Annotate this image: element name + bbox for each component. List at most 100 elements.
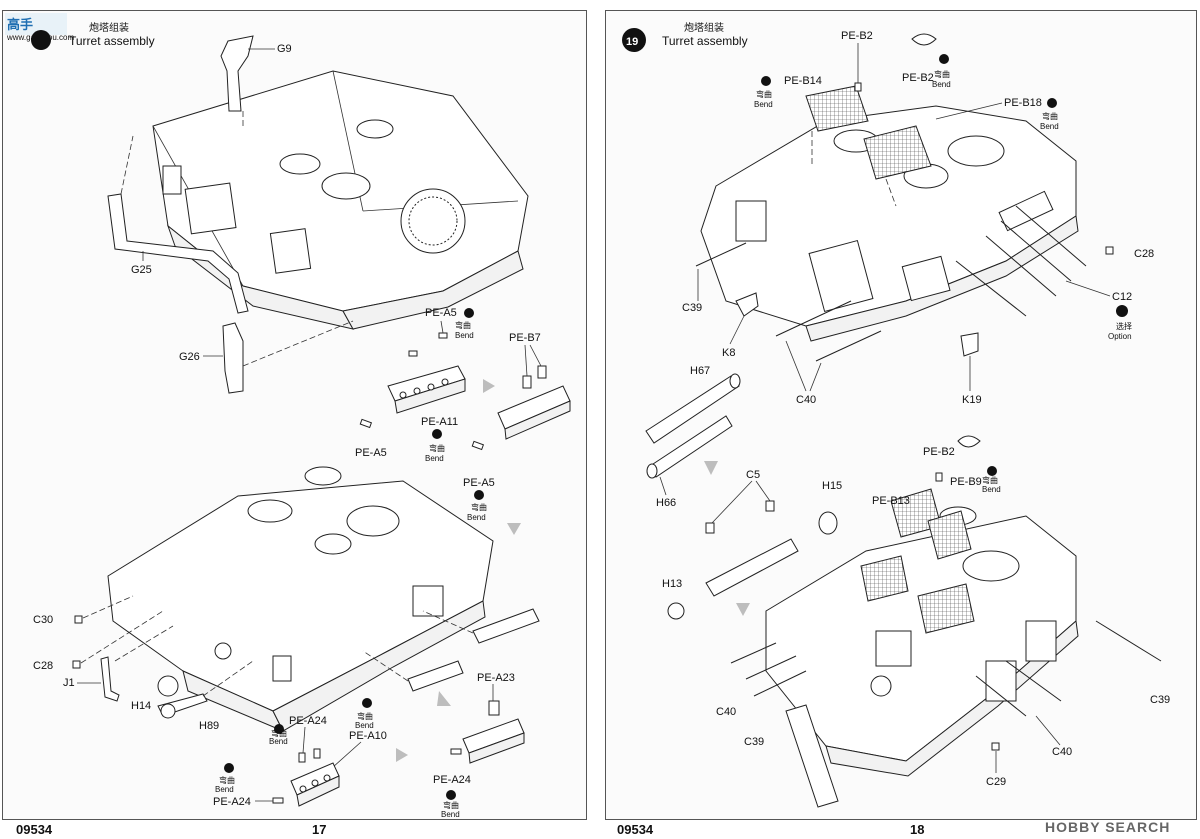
step-title-en: Turret assembly: [69, 34, 155, 48]
step-title-cn: 炮塔组装: [89, 21, 129, 34]
right-page-drawing: 19 炮塔组装 Turret assembly PE-B14 弯曲 Bend P…: [622, 21, 1170, 808]
step-title-cn: 炮塔组装: [684, 21, 724, 34]
svg-text:19: 19: [626, 36, 638, 48]
part-k19: [960, 332, 979, 357]
product-code: 09534: [16, 822, 53, 837]
left-page-footer: 09534 17: [2, 822, 585, 838]
direction-arrow: [396, 748, 408, 762]
svg-text:高手: 高手: [7, 17, 33, 32]
rod-part: [975, 675, 1027, 717]
svg-text:H67: H67: [690, 365, 710, 377]
direction-arrow: [507, 523, 521, 535]
svg-text:PE-A5: PE-A5: [355, 447, 387, 459]
svg-text:PE-B9: PE-B9: [950, 476, 982, 488]
svg-text:H15: H15: [822, 480, 842, 492]
svg-text:Bend: Bend: [467, 513, 486, 522]
svg-text:Bend: Bend: [982, 485, 1001, 494]
svg-text:PE-A11: PE-A11: [421, 416, 458, 428]
svg-text:PE-B13: PE-B13: [872, 495, 910, 507]
svg-text:H14: H14: [131, 700, 151, 712]
svg-text:PE-B18: PE-B18: [1004, 97, 1042, 109]
svg-text:弯曲: 弯曲: [443, 800, 459, 810]
page-number: 18: [910, 822, 925, 837]
svg-text:C5: C5: [746, 469, 760, 481]
svg-text:C39: C39: [744, 736, 764, 748]
direction-arrow: [437, 691, 451, 706]
part-h14: [157, 675, 179, 697]
svg-text:C29: C29: [986, 776, 1006, 788]
svg-text:弯曲: 弯曲: [934, 69, 950, 79]
bend-icon: [939, 54, 949, 64]
part-j1: [100, 656, 120, 702]
svg-text:PE-A10: PE-A10: [349, 730, 387, 742]
part-pe-b-mesh: [863, 125, 932, 180]
svg-text:Bend: Bend: [455, 331, 474, 340]
part-pe-b7: [497, 365, 571, 440]
svg-text:Bend: Bend: [932, 80, 951, 89]
part-pe-b-mesh: [917, 583, 975, 634]
svg-text:弯曲: 弯曲: [271, 728, 287, 738]
step-title-en: Turret assembly: [662, 34, 748, 48]
svg-text:G25: G25: [131, 264, 152, 276]
svg-text:PE-A5: PE-A5: [425, 307, 457, 319]
bend-icon: [987, 466, 997, 476]
part-h13: [667, 602, 685, 620]
part-g25: [107, 193, 249, 314]
bend-icon: [1047, 98, 1057, 108]
svg-text:选择: 选择: [1116, 321, 1132, 331]
bend-icon: [362, 698, 372, 708]
svg-text:C28: C28: [33, 660, 53, 672]
svg-text:C40: C40: [796, 394, 816, 406]
rods-c12: [955, 205, 1087, 317]
svg-text:PE-B2: PE-B2: [923, 446, 955, 458]
svg-text:C40: C40: [1052, 746, 1072, 758]
svg-text:H13: H13: [662, 578, 682, 590]
svg-text:C39: C39: [1150, 694, 1170, 706]
part-pe-a11: [387, 365, 466, 414]
svg-text:PE-A23: PE-A23: [477, 672, 515, 684]
svg-text:Bend: Bend: [754, 100, 773, 109]
rod-part: [730, 642, 777, 664]
svg-text:H66: H66: [656, 497, 676, 509]
speech-bubble-icon: [957, 435, 981, 448]
left-page-drawing: 高手 www.gaoshou.com 炮塔组装 Turret assembly …: [5, 13, 571, 819]
part-pe-b-mesh: [860, 555, 909, 602]
part-pe-a23: [462, 700, 525, 764]
turret-lower-assembly: [107, 466, 494, 732]
svg-text:PE-A24: PE-A24: [213, 796, 251, 808]
svg-text:Bend: Bend: [425, 454, 444, 463]
side-rail-part: [472, 608, 540, 644]
tube-part: [705, 538, 799, 597]
svg-text:弯曲: 弯曲: [982, 475, 998, 485]
svg-text:弯曲: 弯曲: [471, 502, 487, 512]
svg-text:C40: C40: [716, 706, 736, 718]
direction-arrow: [483, 379, 495, 393]
tube-part: [785, 704, 839, 808]
part-pe-a10: [290, 762, 340, 807]
svg-text:H89: H89: [199, 720, 219, 732]
svg-text:G26: G26: [179, 351, 200, 363]
watermark-hobby-search: HOBBY SEARCH: [1045, 819, 1171, 835]
svg-text:PE-B2: PE-B2: [902, 72, 934, 84]
svg-text:Bend: Bend: [215, 785, 234, 794]
svg-text:PE-A5: PE-A5: [463, 477, 495, 489]
rod-part: [1095, 620, 1162, 662]
svg-text:C30: C30: [33, 614, 53, 626]
svg-text:PE-B7: PE-B7: [509, 332, 541, 344]
svg-text:C12: C12: [1112, 291, 1132, 303]
svg-text:弯曲: 弯曲: [357, 711, 373, 721]
direction-arrow: [736, 603, 750, 616]
part-g9: [220, 35, 254, 112]
left-instruction-page: 高手 www.gaoshou.com 炮塔组装 Turret assembly …: [2, 10, 587, 820]
bend-icon: [432, 429, 442, 439]
svg-text:Bend: Bend: [441, 810, 460, 819]
bend-icon: [474, 490, 484, 500]
svg-text:C28: C28: [1134, 248, 1154, 260]
svg-text:弯曲: 弯曲: [1042, 111, 1058, 121]
bend-icon: [274, 724, 284, 734]
svg-text:Bend: Bend: [1040, 122, 1059, 131]
turret-rear-assembly-bottom: [765, 506, 1079, 777]
turret-top-assembly: [152, 70, 529, 330]
part-pe-b14: [805, 85, 869, 132]
svg-text:弯曲: 弯曲: [219, 775, 235, 785]
